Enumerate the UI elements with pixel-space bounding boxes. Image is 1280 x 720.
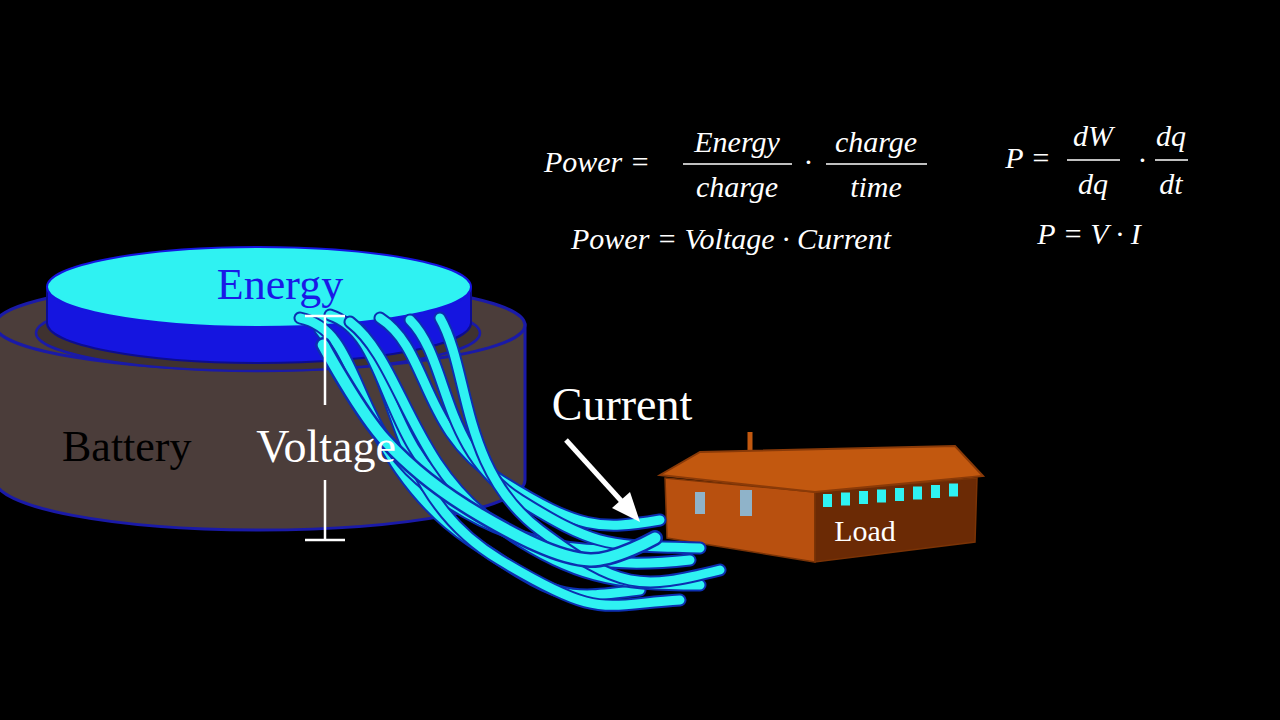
- equation-term: Energy: [694, 127, 780, 157]
- equation-term: dt: [1159, 169, 1182, 199]
- house-window: [949, 484, 958, 497]
- equation: Power = Voltage · Current: [571, 224, 891, 254]
- house-window: [895, 488, 904, 501]
- house-window: [931, 485, 940, 498]
- house-window: [841, 493, 850, 506]
- fraction-bar: [826, 163, 927, 165]
- voltage-bracket-tick: [305, 539, 345, 542]
- house-window: [823, 494, 832, 507]
- node-label: Load: [834, 516, 896, 546]
- house-window: [913, 487, 922, 500]
- current-pointer-head: [612, 492, 640, 522]
- current-label: Current: [552, 382, 693, 428]
- house-window: [859, 491, 868, 504]
- voltage-label: Voltage: [256, 424, 396, 470]
- energy-store: Energy: [45, 245, 473, 345]
- equation-term: dq: [1156, 121, 1186, 151]
- node-label: Battery: [62, 425, 192, 469]
- equation: P = V · I: [1037, 219, 1140, 249]
- equation-operator: ·: [804, 147, 812, 177]
- ribbon-outline: [440, 318, 720, 582]
- equation-term: dq: [1078, 169, 1108, 199]
- house-window: [740, 490, 752, 516]
- voltage-bracket-tick: [305, 315, 345, 318]
- fraction-bar: [1067, 159, 1120, 161]
- house-window: [877, 490, 886, 503]
- fraction-bar: [1155, 159, 1188, 161]
- current-pointer: [566, 440, 625, 505]
- voltage-bracket: [324, 316, 327, 405]
- equation-term: P =: [1005, 143, 1051, 173]
- equation-term: Power =: [544, 147, 650, 177]
- equation-term: dW: [1073, 121, 1113, 151]
- equation-operator: ·: [1138, 145, 1146, 175]
- equation-term: time: [850, 172, 902, 202]
- voltage-bracket: [324, 480, 327, 540]
- equation-term: charge: [696, 172, 778, 202]
- equation-term: charge: [835, 127, 917, 157]
- house-window: [695, 492, 705, 514]
- node-label: Energy: [217, 263, 343, 307]
- annotations: [305, 160, 1188, 540]
- fraction-bar: [683, 163, 792, 165]
- ribbon: [440, 318, 720, 582]
